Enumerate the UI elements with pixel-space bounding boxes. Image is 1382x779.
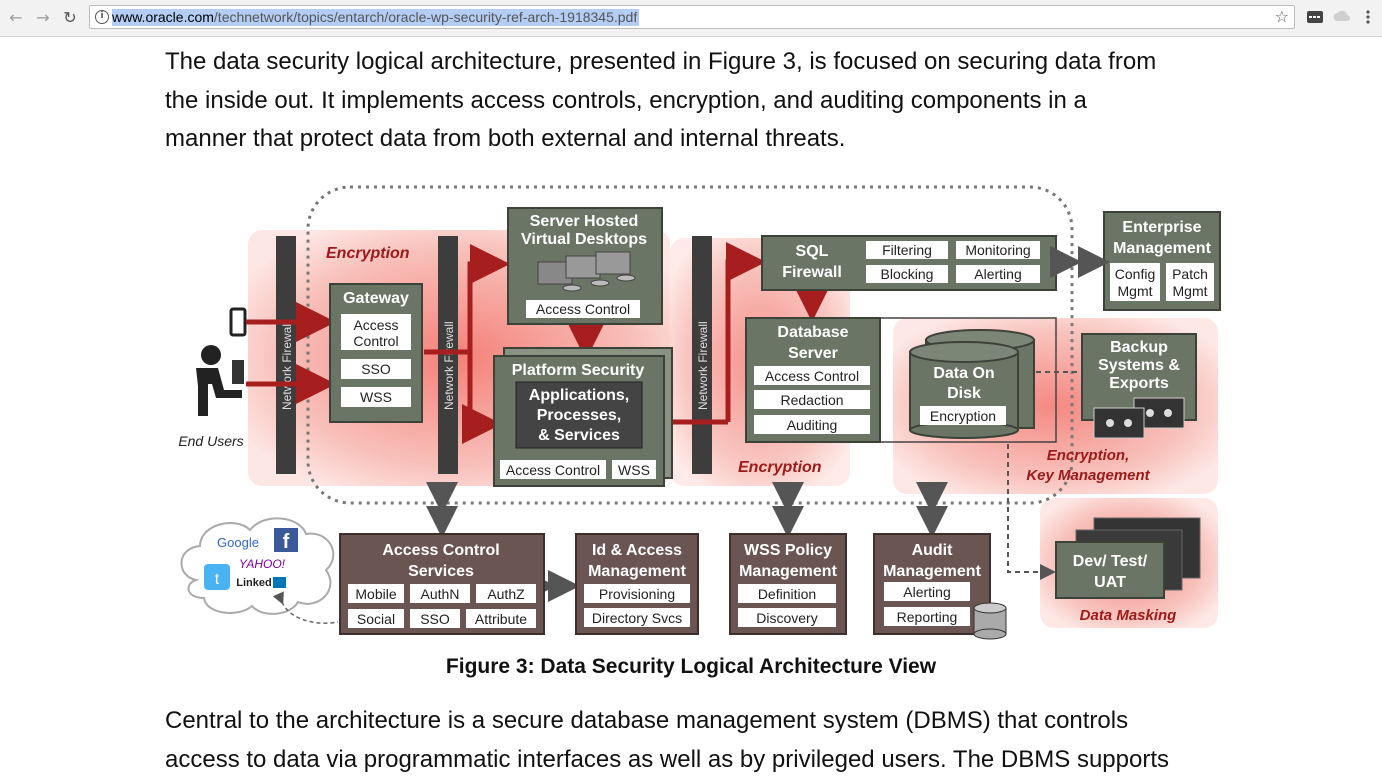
paragraph-2-line: access to data via programmatic interfac… — [165, 741, 1169, 779]
firewall-label: Network Firewall — [696, 321, 710, 410]
audit-item: Reporting — [897, 609, 958, 625]
paragraph-2-line: Central to the architecture is a secure … — [165, 702, 1169, 741]
linkedin-in-icon — [273, 577, 286, 588]
ent-item: Patch — [1172, 266, 1208, 282]
network-firewall-1: Network Firewall — [276, 236, 296, 474]
social-cloud: Google f YAHOO! t Linked — [181, 518, 338, 623]
audit-title: Audit — [912, 542, 954, 559]
acs-item: Mobile — [355, 586, 396, 602]
db-item: Redaction — [780, 392, 843, 408]
gateway-item: Control — [353, 333, 398, 349]
disk-title: Data On — [933, 365, 994, 382]
dev-test-title: UAT — [1094, 574, 1126, 591]
google-logo: Google — [217, 535, 259, 550]
ent-item: Mgmt — [1118, 283, 1153, 299]
wss-policy-box: WSS Policy Management Definition Discove… — [730, 534, 846, 634]
platform-title: Platform Security — [512, 362, 645, 379]
audit-title: Management — [883, 563, 981, 580]
acs-item: Attribute — [475, 611, 527, 627]
wss-title: Management — [739, 563, 837, 580]
virtual-desktops-box: Server Hosted Virtual Desktops Access Co… — [508, 208, 662, 324]
disk-item: Encryption — [930, 408, 996, 424]
data-masking-label: Data Masking — [1080, 607, 1177, 624]
wss-item: Definition — [758, 586, 816, 602]
figure-caption: Figure 3: Data Security Logical Architec… — [0, 655, 1382, 679]
yahoo-logo: YAHOO! — [239, 557, 286, 571]
vdi-title: Server Hosted — [530, 213, 639, 230]
db-item: Access Control — [765, 368, 859, 384]
acs-item: AuthZ — [487, 586, 525, 602]
disk-title: Disk — [947, 385, 981, 402]
sql-item: Alerting — [974, 266, 1021, 282]
network-firewall-2: Network Firewall — [438, 236, 458, 474]
end-user-icon — [196, 309, 245, 416]
acs-item: SSO — [420, 611, 450, 627]
acs-item: AuthN — [421, 586, 460, 602]
id-access-management-box: Id & Access Management Provisioning Dire… — [576, 534, 698, 634]
enterprise-management-box: Enterprise Management Config Mgmt Patch … — [1104, 212, 1220, 310]
sql-title: SQL — [796, 243, 829, 260]
idm-item: Directory Svcs — [592, 610, 682, 626]
backup-box: Backup Systems & Exports — [1082, 334, 1196, 438]
sql-item: Blocking — [881, 266, 934, 282]
ent-title: Enterprise — [1122, 219, 1201, 236]
facebook-glyph: f — [283, 531, 290, 553]
sql-item: Filtering — [882, 242, 932, 258]
dev-test-stack: Dev/ Test/ UAT — [1056, 518, 1200, 598]
gateway-title: Gateway — [343, 290, 409, 307]
dev-test-title: Dev/ Test/ — [1073, 553, 1148, 570]
wss-item: Discovery — [756, 610, 817, 626]
database-server-box: Database Server Access Control Redaction… — [746, 318, 880, 442]
backup-title: Systems & — [1098, 357, 1180, 374]
idm-item: Provisioning — [599, 586, 675, 602]
ent-item: Config — [1115, 266, 1155, 282]
backup-title: Exports — [1109, 375, 1169, 392]
key-mgmt-label: Key Management — [1026, 467, 1150, 484]
firewall-label: Network Firewall — [442, 321, 456, 410]
twitter-glyph: t — [215, 571, 220, 588]
audit-item: Alerting — [903, 584, 950, 600]
acs-title: Services — [408, 563, 474, 580]
gateway-box: Gateway Access Control SSO WSS — [330, 284, 422, 422]
platform-security-box: Platform Security Applications, Processe… — [494, 348, 672, 486]
ent-title: Management — [1113, 240, 1211, 257]
platform-inner: Processes, — [537, 407, 622, 424]
platform-inner: & Services — [538, 427, 620, 444]
paragraph-2: Central to the architecture is a secure … — [165, 702, 1169, 779]
sql-item: Monitoring — [965, 242, 1030, 258]
sql-title: Firewall — [782, 264, 842, 281]
data-on-disk-cylinder: Data On Disk Encryption — [910, 330, 1034, 438]
vdi-access: Access Control — [536, 301, 630, 317]
acs-item: Social — [357, 611, 395, 627]
access-control-services-box: Access Control Services Mobile AuthN Aut… — [340, 534, 544, 634]
key-mgmt-label: Encryption, — [1047, 447, 1130, 464]
idm-title: Management — [588, 563, 686, 580]
audit-db-icon — [974, 603, 1006, 639]
ent-item: Mgmt — [1173, 283, 1208, 299]
platform-access: Access Control — [506, 462, 600, 478]
backup-title: Backup — [1110, 339, 1168, 356]
platform-inner: Applications, — [529, 387, 629, 404]
sql-firewall-box: SQL Firewall Filtering Monitoring Blocki… — [762, 236, 1056, 290]
db-title: Server — [788, 345, 838, 362]
vdi-title: Virtual Desktops — [521, 231, 647, 248]
gateway-item: SSO — [361, 361, 391, 377]
wss-title: WSS Policy — [744, 542, 832, 559]
encryption-label: Encryption — [738, 459, 822, 476]
firewall-label: Network Firewall — [280, 321, 294, 410]
db-title: Database — [777, 324, 848, 341]
audit-management-box: Audit Management Alerting Reporting — [874, 534, 1006, 639]
db-item: Auditing — [787, 417, 838, 433]
linkedin-logo: Linked — [236, 577, 271, 589]
acs-title: Access Control — [382, 542, 499, 559]
end-users-label: End Users — [178, 433, 243, 449]
encryption-label: Encryption — [326, 245, 410, 262]
platform-wss: WSS — [618, 462, 650, 478]
network-firewall-3: Network Firewall — [692, 236, 712, 474]
idm-title: Id & Access — [592, 542, 682, 559]
gateway-item: Access — [353, 317, 398, 333]
gateway-item: WSS — [360, 389, 392, 405]
